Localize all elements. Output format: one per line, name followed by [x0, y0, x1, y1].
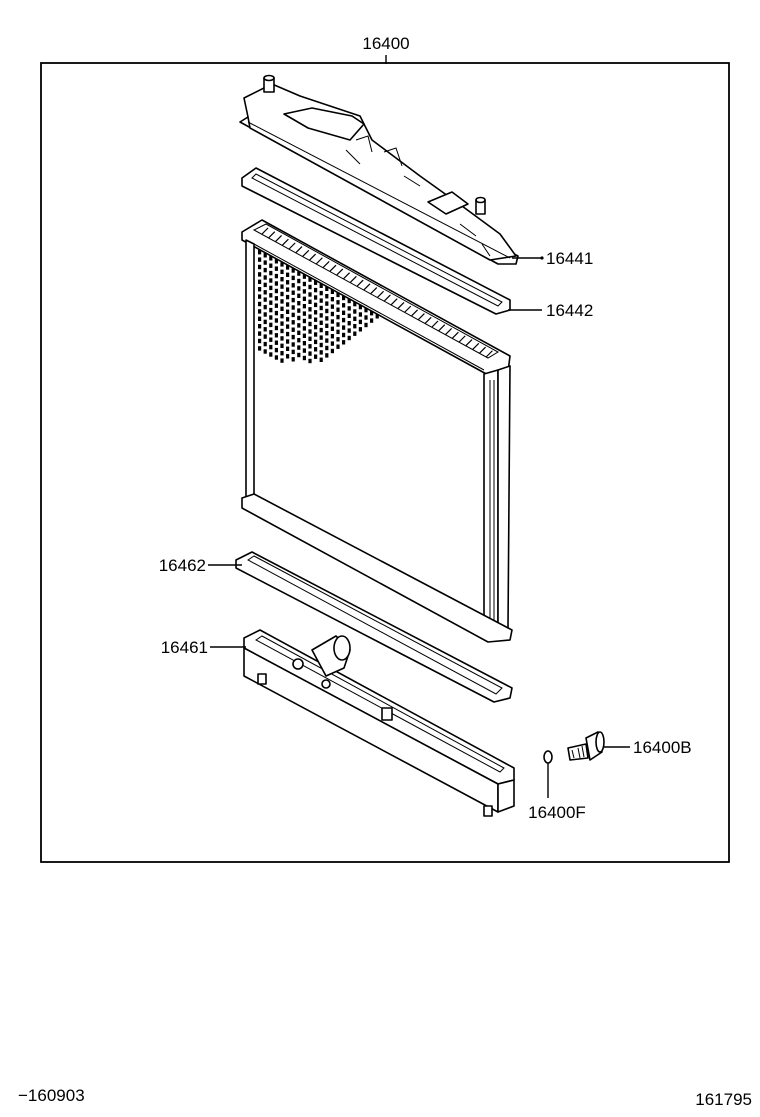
callout-16400B: 16400B	[633, 738, 692, 757]
lower-tank	[243, 629, 515, 817]
callout-16442: 16442	[546, 301, 593, 320]
callout-16400F: 16400F	[528, 803, 586, 822]
callout-16462: 16462	[159, 556, 206, 575]
drain-cock	[567, 731, 605, 761]
drain-cock-gasket	[543, 750, 553, 764]
assembly-frame	[40, 62, 730, 863]
core-mesh	[258, 250, 379, 364]
callout-16441: 16441	[546, 249, 593, 268]
radiator-core	[241, 219, 513, 643]
footer-left-code: −160903	[18, 1086, 85, 1105]
lower-gasket	[235, 551, 513, 703]
assembly-label: 16400	[362, 34, 409, 53]
footer-right-code: 161795	[695, 1090, 752, 1109]
callout-16461: 16461	[161, 638, 208, 657]
upper-tank	[239, 74, 519, 265]
